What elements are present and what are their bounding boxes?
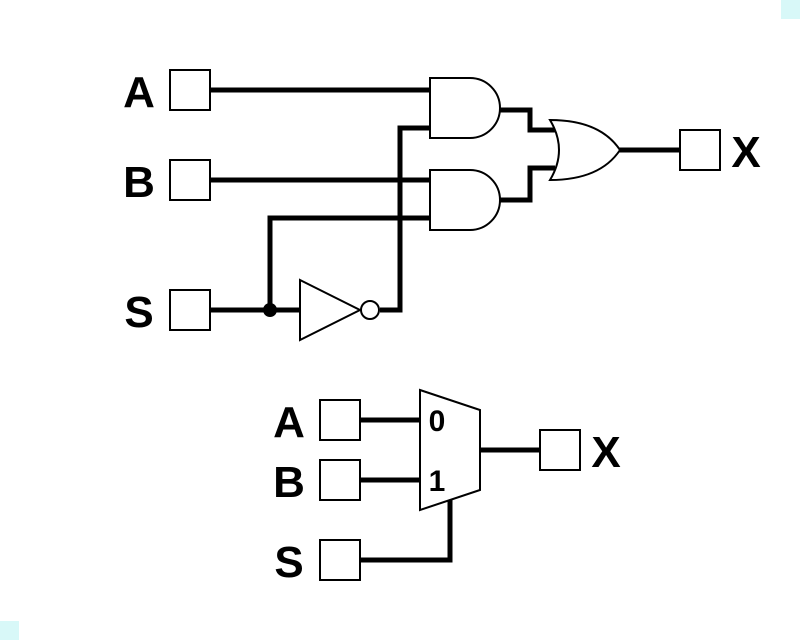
- wire-mux-s: [360, 492, 453, 563]
- mux-input-label-b: B: [273, 458, 305, 507]
- or-gate: [548, 118, 622, 182]
- output-label-x: X: [731, 128, 760, 177]
- mux-input-label-0: 0: [429, 405, 446, 438]
- wire-and2-to-or: [500, 165, 555, 203]
- multiplexer: [419, 388, 481, 512]
- wire-and1-to-or: [500, 107, 555, 133]
- not-gate: [299, 278, 363, 342]
- corner-marker-bottom-left: [0, 621, 19, 640]
- wire-s-to-and2: [267, 215, 432, 310]
- junction-dot: [263, 303, 277, 317]
- input-label-s: S: [124, 288, 153, 337]
- wire-not-to-and1: [380, 125, 432, 313]
- mux-input-pin-a: [319, 399, 361, 441]
- mux-input-pin-s: [319, 539, 361, 581]
- mux-input-label-s: S: [274, 538, 303, 587]
- mux-output-label-x: X: [591, 428, 620, 477]
- corner-marker-top-right: [781, 0, 800, 19]
- input-label-a: A: [123, 68, 155, 117]
- mux-input-label-1: 1: [429, 465, 446, 498]
- mux-input-pin-b: [319, 459, 361, 501]
- mux-input-label-a: A: [273, 398, 305, 447]
- input-pin-s: [169, 289, 211, 331]
- input-label-b: B: [123, 158, 155, 207]
- and-gate-2: [429, 169, 501, 231]
- mux-circuit: 0 1 A B S X: [273, 388, 621, 587]
- mux-output-pin-x: [539, 429, 581, 471]
- input-pin-a: [169, 69, 211, 111]
- output-pin-x: [679, 129, 721, 171]
- and-gate-1: [429, 77, 501, 139]
- not-gate-bubble: [360, 300, 380, 320]
- gate-level-circuit: A B S X: [123, 68, 761, 342]
- input-pin-b: [169, 159, 211, 201]
